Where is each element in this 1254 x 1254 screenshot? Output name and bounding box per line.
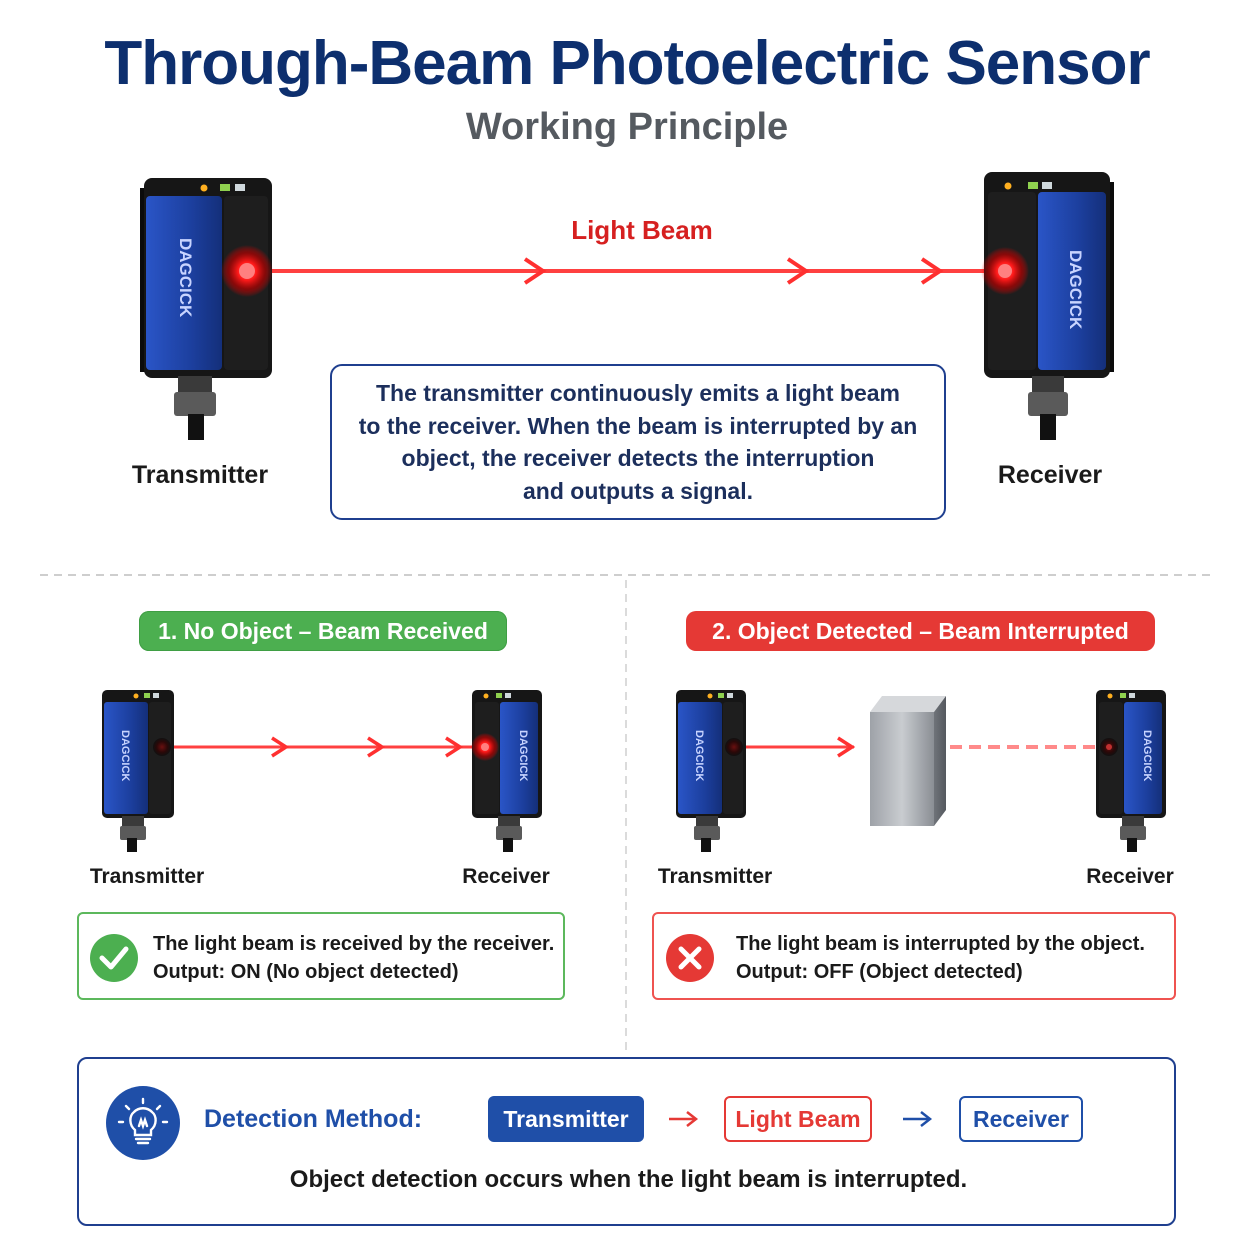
- sensor-brand-text: DAGCICK: [176, 238, 195, 318]
- sensor-brand-text: DAGCICK: [119, 730, 131, 781]
- beam-arrow-icon: [271, 736, 290, 758]
- scenario-2-transmitter-label: Transmitter: [657, 865, 773, 888]
- description-line: object, the receiver detects the interru…: [401, 445, 875, 471]
- status-line: The light beam is interrupted by the obj…: [736, 933, 1145, 955]
- sensor-brand-text: DAGCICK: [1066, 250, 1085, 330]
- arrow-right-icon: [669, 1111, 699, 1127]
- scenario-2-receiver-label: Receiver: [1086, 865, 1174, 888]
- beam-arrow-icon: [445, 736, 464, 758]
- sensor-brand-text: DAGCICK: [517, 730, 529, 781]
- x-circle-icon: [666, 934, 714, 982]
- overview-light-beam: [250, 257, 1000, 285]
- page-title: Through-Beam Photoelectric Sensor: [104, 29, 1150, 98]
- beam-arrow-icon: [920, 257, 944, 285]
- scenario-1-transmitter-label: Transmitter: [89, 865, 205, 888]
- scenario-1-status-box: The light beam is received by the receiv…: [77, 912, 565, 1000]
- sensor-brand-text: DAGCICK: [693, 730, 705, 781]
- scenario-1-heading: 1. No Object – Beam Received: [139, 611, 507, 651]
- transmitter-sensor-icon: DAGCICK: [140, 178, 273, 440]
- overview-description-box: The transmitter continuously emits a lig…: [330, 364, 946, 520]
- beam-arrow-icon: [786, 257, 810, 285]
- status-line: The light beam is received by the receiv…: [153, 933, 555, 955]
- overview-diagram: DAGCICK DAGCICK: [140, 172, 1114, 440]
- detection-method-note: Object detection occurs when the light b…: [289, 1166, 968, 1193]
- scenario-2-receiver-sensor-icon: DAGCICK: [1096, 690, 1166, 852]
- overview-receiver-label: Receiver: [997, 461, 1103, 489]
- scenario-2-heading: 2. Object Detected – Beam Interrupted: [686, 611, 1155, 651]
- detection-method-box: Detection Method: Transmitter Light Beam…: [77, 1057, 1176, 1226]
- overview-transmitter-label: Transmitter: [131, 461, 269, 489]
- scenario-2-status-box: The light beam is interrupted by the obj…: [652, 912, 1176, 1000]
- sensor-brand-text: DAGCICK: [1141, 730, 1153, 781]
- detection-method-title: Detection Method:: [204, 1105, 423, 1133]
- scenario-2-transmitter-sensor-icon: DAGCICK: [676, 690, 746, 852]
- beam-arrow-icon: [837, 736, 856, 758]
- beam-arrow-icon: [523, 257, 547, 285]
- scenario-1-diagram: DAGCICK DAGCICK: [102, 690, 542, 852]
- scenario-1-transmitter-sensor-icon: DAGCICK: [102, 690, 174, 852]
- description-line: and outputs a signal.: [522, 477, 753, 504]
- scenario-1-light-beam: [170, 736, 478, 758]
- object-cube-icon: [870, 696, 946, 826]
- scenario-2-diagram: DAGCICK DAGCICK: [676, 690, 1166, 852]
- scenario-1-receiver-sensor-icon: DAGCICK: [471, 690, 542, 852]
- method-step-receiver: Receiver: [959, 1096, 1083, 1142]
- check-circle-icon: [90, 934, 138, 982]
- arrow-right-icon: [903, 1111, 933, 1127]
- lightbulb-icon: [106, 1086, 180, 1160]
- page-subtitle: Working Principle: [465, 106, 789, 148]
- method-step-transmitter: Transmitter: [488, 1096, 644, 1142]
- scenario-1-receiver-label: Receiver: [462, 865, 550, 888]
- beam-arrow-icon: [367, 736, 386, 758]
- status-line: Output: OFF (Object detected): [736, 961, 1023, 983]
- overview-beam-label: Light Beam: [571, 215, 713, 245]
- status-line: Output: ON (No object detected): [153, 961, 459, 983]
- method-step-light-beam: Light Beam: [724, 1096, 872, 1142]
- scenario-2-light-beam: [742, 736, 1100, 758]
- description-line: The transmitter continuously emits a lig…: [376, 380, 900, 406]
- description-line: to the receiver. When the beam is interr…: [358, 412, 918, 439]
- receiver-sensor-icon: DAGCICK: [981, 172, 1114, 440]
